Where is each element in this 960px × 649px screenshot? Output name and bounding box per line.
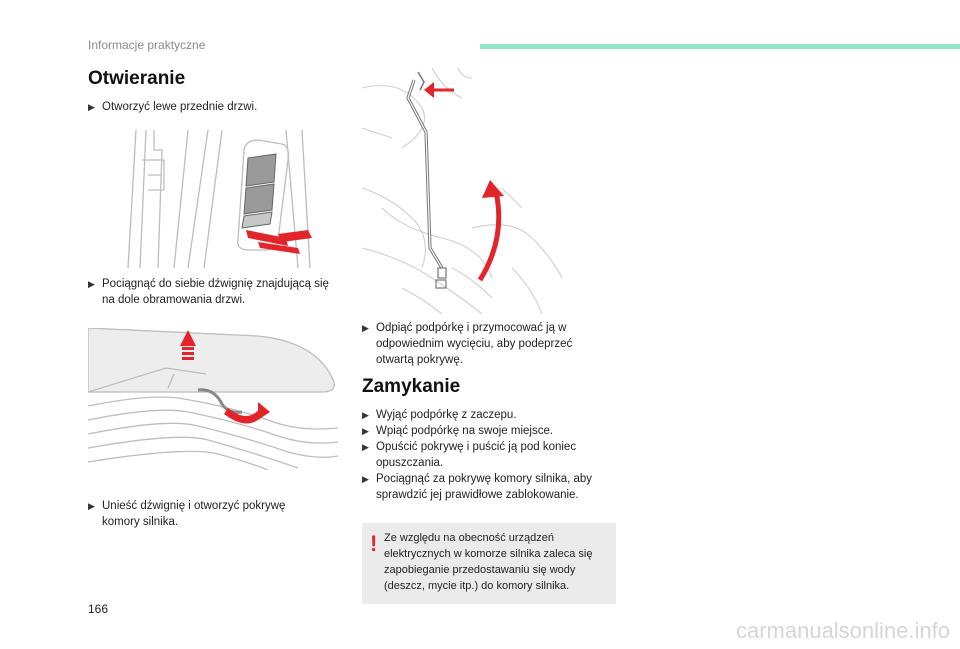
watermark: carmanualsonline.info xyxy=(735,618,950,643)
bullet-marker-icon: ▶ xyxy=(362,323,369,333)
bullet-marker-icon: ▶ xyxy=(88,102,95,112)
illustration-door-lever xyxy=(118,130,316,268)
step-remove-prop: ▶Wyjąć podpórkę z zaczepu. xyxy=(362,409,517,421)
bullet-marker-icon: ▶ xyxy=(362,474,369,484)
step-open-door: ▶Otworzyć lewe przednie drzwi. xyxy=(88,101,258,113)
step-stow-prop: ▶Wpiąć podpórkę na swoje miejsce. xyxy=(362,425,554,437)
header-accent-bar xyxy=(480,44,960,49)
bullet-marker-icon: ▶ xyxy=(362,410,369,420)
bullet-marker-icon: ▶ xyxy=(88,501,95,511)
heading-opening: Otwieranie xyxy=(88,68,186,89)
bullet-marker-icon: ▶ xyxy=(362,426,369,436)
step-lower-bonnet: ▶Opuścić pokrywę i puścić ją pod koniec … xyxy=(362,441,577,469)
bullet-marker-icon: ▶ xyxy=(362,442,369,452)
page-number: 166 xyxy=(88,602,109,616)
heading-closing: Zamykanie xyxy=(362,376,461,397)
step-lift-lever: ▶Unieść dźwignię i otworzyć pokrywę komo… xyxy=(88,500,286,528)
warning-box: ! Ze względu na obecność urządzeń elektr… xyxy=(362,523,616,604)
warning-text: Ze względu na obecność urządzeń elektryc… xyxy=(384,532,593,592)
illustration-bonnet-prop xyxy=(362,68,616,314)
step-pull-lever: ▶Pociągnąć do siebie dźwignię znajdującą… xyxy=(88,278,329,306)
illustration-bonnet-lever xyxy=(88,328,338,470)
step-check-lock: ▶Pociągnąć za pokrywę komory silnika, ab… xyxy=(362,473,593,501)
warning-icon: ! xyxy=(370,531,378,556)
step-attach-prop: ▶Odpiąć podpórkę i przymocować ją w odpo… xyxy=(362,322,573,366)
section-title: Informacje praktyczne xyxy=(88,38,206,52)
bullet-marker-icon: ▶ xyxy=(88,279,95,289)
